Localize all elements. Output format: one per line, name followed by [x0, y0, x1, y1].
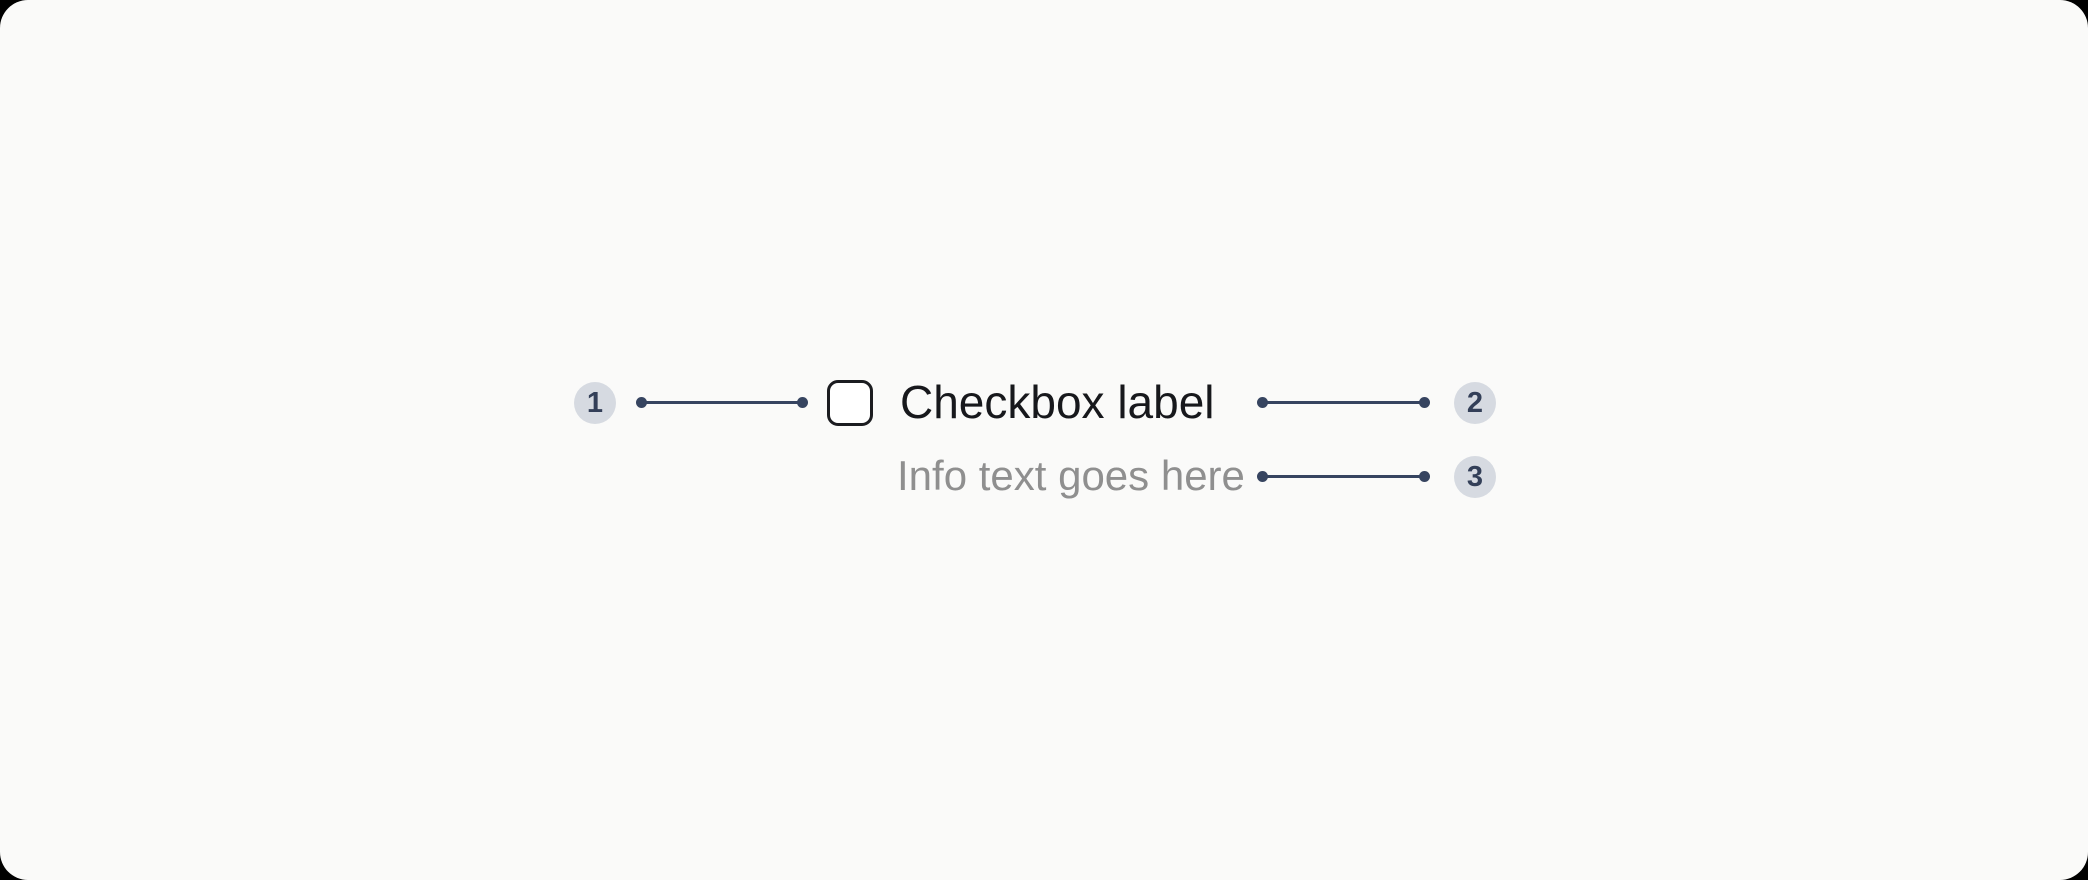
annotation-badge-1: 1 [574, 382, 616, 424]
leader-line-1 [636, 397, 808, 408]
checkbox-info-text: Info text goes here [897, 452, 1245, 500]
annotation-badge-3: 3 [1454, 456, 1496, 498]
leader-line-2 [1257, 397, 1430, 408]
connector-line [641, 401, 803, 404]
checkbox-input[interactable] [827, 380, 873, 426]
connector-line [1262, 401, 1425, 404]
connector-dot [1419, 471, 1430, 482]
connector-dot [1419, 397, 1430, 408]
leader-line-3 [1257, 471, 1430, 482]
connector-dot [797, 397, 808, 408]
connector-line [1262, 475, 1425, 478]
annotation-badge-2: 2 [1454, 382, 1496, 424]
checkbox-label[interactable]: Checkbox label [900, 375, 1215, 428]
